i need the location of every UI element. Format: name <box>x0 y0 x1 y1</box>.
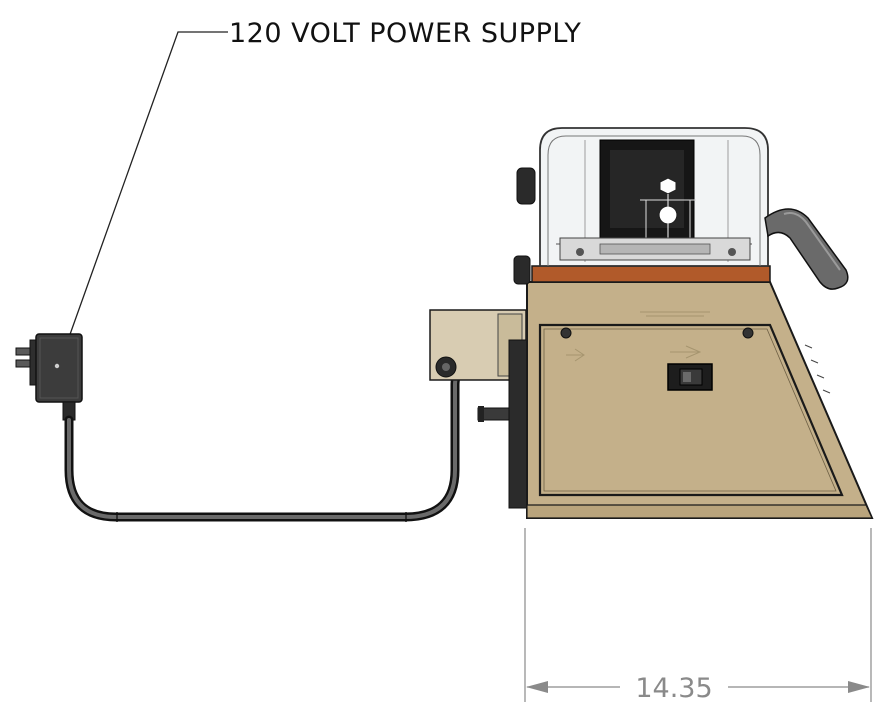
faint-vent-marks <box>640 311 710 317</box>
panel-screw-right <box>742 327 754 339</box>
adapter-body <box>35 333 83 403</box>
cable-path-outer <box>64 363 510 522</box>
power-adapter <box>15 333 83 421</box>
power-cable <box>64 363 510 522</box>
panel-screw-left <box>560 327 572 339</box>
upper-unit <box>513 127 849 290</box>
arrowhead-right <box>848 681 870 693</box>
dimension-value: 14.35 <box>635 673 712 704</box>
slant-edge-ribs <box>804 344 831 394</box>
power-switch-rocker-highlight <box>683 372 691 382</box>
hex-nut <box>659 177 677 195</box>
side-dark-panel <box>508 339 528 509</box>
power-supply-callout: 120 VOLT POWER SUPPLY <box>67 18 581 341</box>
lid-inner-line <box>547 135 761 266</box>
cable-path-inner <box>67 366 507 519</box>
tray-port-right <box>728 248 736 256</box>
base-bottom-strip <box>526 504 873 519</box>
callout-leader-line <box>67 31 228 341</box>
internal-tray-detail <box>599 243 711 255</box>
faint-arrow-symbol-center <box>670 345 702 359</box>
front-inset-panel-inner <box>543 328 837 492</box>
rear-knob-center <box>442 363 450 371</box>
side-knob-bottom <box>513 255 531 285</box>
side-knob-top <box>516 167 536 205</box>
main-base <box>526 265 874 519</box>
base-top-plate <box>531 265 771 283</box>
elbow-hose <box>764 208 849 290</box>
internal-fittings <box>640 177 696 240</box>
faint-arrow-symbol-left <box>566 348 585 362</box>
adapter-indicator <box>54 363 60 369</box>
tray-port-left <box>576 248 584 256</box>
adapter-body-highlight <box>39 337 79 399</box>
power-supply-label: 120 VOLT POWER SUPPLY <box>229 18 581 49</box>
front-inset-panel <box>538 323 844 497</box>
width-dimension: 14.35 <box>524 528 872 704</box>
base-body <box>526 281 874 519</box>
arrowhead-left <box>526 681 548 693</box>
hose-fitting-tip <box>478 406 484 422</box>
elbow-hose-highlight <box>783 212 841 271</box>
